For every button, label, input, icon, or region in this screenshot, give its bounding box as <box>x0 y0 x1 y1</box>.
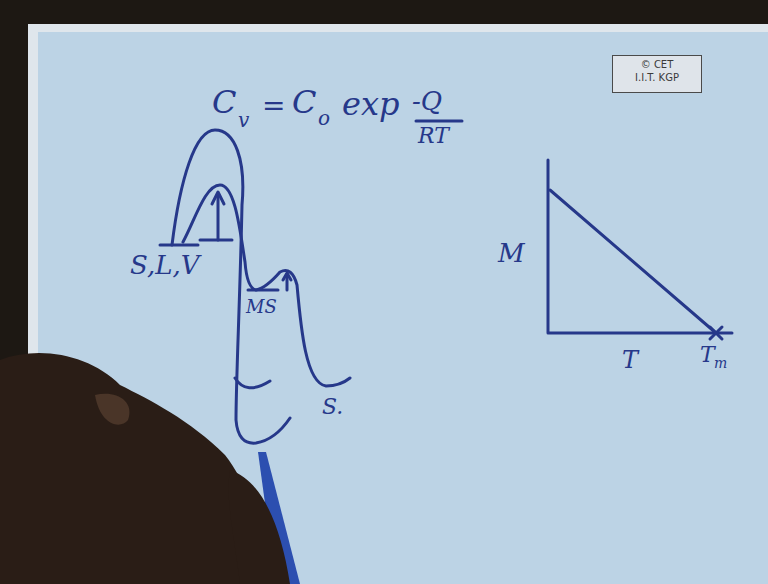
axis-label: M <box>498 240 525 266</box>
watermark-box: © CETI.I.T. KGP <box>612 55 702 93</box>
equation-function: exp <box>342 88 399 120</box>
equation-denominator: RT <box>418 125 449 147</box>
equation-symbol: = <box>262 92 285 120</box>
watermark-text: © CET <box>619 59 695 72</box>
phase-label: S,L,V <box>130 252 199 278</box>
equation-subscript: o <box>318 108 330 128</box>
axis-tick-label: T <box>700 344 715 366</box>
equation-numerator: -Q <box>412 88 442 114</box>
phase-label: MS <box>246 298 277 316</box>
axis-label: T <box>622 348 638 372</box>
equation-symbol: C <box>212 86 236 118</box>
phase-label: S. <box>322 396 343 418</box>
equation-subscript: v <box>238 110 249 130</box>
axis-tick-subscript: m <box>714 356 727 370</box>
equation-symbol: C <box>292 86 316 118</box>
watermark-text: I.I.T. KGP <box>619 72 695 85</box>
